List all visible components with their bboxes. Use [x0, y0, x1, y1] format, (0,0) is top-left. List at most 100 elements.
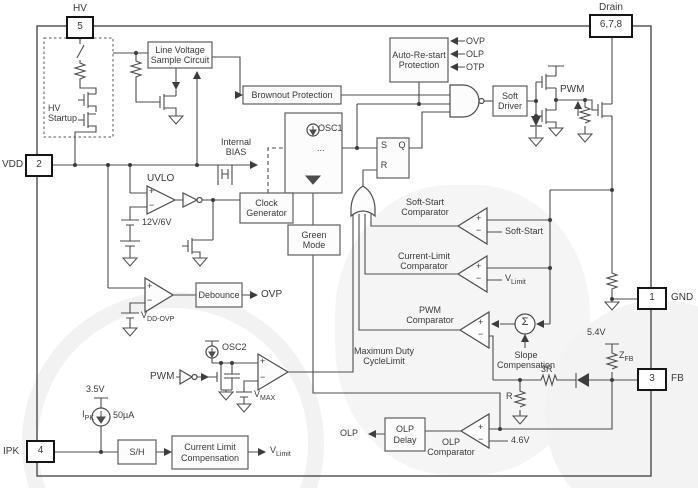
arrow-into-brownout: [235, 91, 243, 99]
arrow-pwm-inverter: [201, 373, 209, 381]
arrow-into-clc: [164, 448, 172, 456]
fb-diode: [577, 373, 589, 387]
arrow-internal-bias: [250, 161, 258, 169]
pin-number-drain: 6,7,8: [599, 19, 623, 30]
pin-label-vdd: VDD: [2, 159, 24, 170]
vlimit-label: VLimit: [505, 273, 526, 286]
max-duty-comparator-symbol: [257, 352, 290, 392]
cl-minus: −: [476, 273, 482, 283]
zfb-label: ZFB: [619, 350, 634, 363]
sr-latch-box: [376, 137, 410, 179]
pin-label-ipk: IPK: [3, 446, 20, 457]
debounce-box: [195, 282, 243, 308]
and-gate: [449, 84, 480, 118]
vlimit-output-label: VLimit: [270, 445, 291, 458]
brownout-block: Brownout Protection: [251, 89, 333, 100]
current-limit-comparator-symbol: [456, 254, 488, 294]
ss-plus: +: [476, 213, 482, 223]
v12-6-label: 12V/6V: [142, 217, 172, 227]
vdd-ovp-label: VDD-OVP: [141, 310, 175, 323]
grounds: [121, 115, 621, 425]
osc2-minus: −: [260, 372, 266, 382]
ovp-comparator-symbol: [144, 276, 175, 314]
uvlo-inverter-bubble: [196, 196, 203, 204]
olp-plus: +: [478, 422, 484, 432]
pin-box-fb: [637, 368, 667, 391]
v54-label: 5.4V: [587, 327, 606, 337]
pwm-inverter-symbol: [179, 368, 194, 386]
olp-delay-box: [384, 417, 426, 452]
pin-box-ipk: [26, 440, 55, 463]
soft-driver-box: [492, 85, 528, 117]
arrow-olp-in: [450, 50, 458, 58]
uvlo-label: UVLO: [147, 173, 175, 184]
ovp-plus: +: [147, 281, 153, 291]
latch-s-label: S: [380, 140, 387, 150]
arrowheads: [164, 37, 582, 456]
osc2-plus: +: [260, 356, 266, 366]
logic-symbols: [91, 84, 536, 450]
arrow-vlimit-out: [258, 448, 266, 456]
otp-input-label: OTP: [466, 62, 485, 72]
osc2-label: OSC2: [222, 342, 247, 352]
and-gate-bubble: [478, 97, 485, 105]
osc1-dots: ...: [317, 143, 325, 153]
arrow-ovp-in: [450, 37, 458, 45]
arrow-olp-out: [368, 430, 376, 438]
arrow-sigma-to-pwm: [491, 320, 499, 328]
v35-label: 3.5V: [86, 384, 105, 394]
clock-dashed-line: [267, 147, 285, 193]
sigma-label: Σ: [521, 316, 529, 328]
uvlo-plus: +: [149, 186, 155, 196]
pin-number-vdd: 2: [36, 159, 42, 170]
olp-input-label: OLP: [466, 49, 485, 59]
ovp-output-label: OVP: [261, 289, 283, 300]
chip-border: [36, 25, 652, 477]
debounce-block: Debounce: [198, 289, 240, 300]
pin-number-ipk: 4: [37, 445, 44, 456]
ipk-source-label: IPK: [82, 409, 94, 422]
hv-startup-dashed-box: [43, 37, 114, 138]
ovp-input-label: OVP: [466, 36, 486, 46]
or-gate: [350, 185, 376, 218]
vmax-label: VMAX: [254, 389, 276, 402]
olp-comparator-symbol: [459, 412, 490, 450]
pin-number-fb: 3: [649, 373, 655, 384]
pin-box-vdd: [25, 154, 53, 177]
soft-start-comparator-symbol: [456, 206, 488, 246]
pin-box-hv: [66, 16, 94, 39]
r3-label: 3R: [541, 364, 553, 374]
pin-number-hv: 5: [77, 21, 83, 32]
pin-number-gnd: 1: [649, 292, 655, 303]
uvlo-minus: −: [149, 200, 155, 210]
pin-label-fb: FB: [671, 373, 684, 384]
diodes: [530, 116, 589, 387]
arrow-bus-into-sigma: [536, 320, 544, 328]
wires: [52, 37, 638, 453]
arrow-into-sample-circuit: [193, 71, 201, 79]
olp-minus: −: [478, 434, 484, 444]
v46-label: 4.6V: [511, 435, 530, 445]
uvlo-comparator-symbol: [146, 185, 177, 215]
green-mode-box: [287, 224, 341, 256]
ss-minus: −: [476, 225, 482, 235]
pin-box-drain: [589, 14, 633, 38]
arrow-sample-down: [172, 82, 180, 90]
arrow-otp-in: [450, 63, 458, 71]
arrow-slope-into-sigma: [521, 334, 529, 342]
r-label: R: [506, 391, 513, 401]
pin-label-gnd: GND: [671, 292, 694, 303]
latch-r-label: R: [380, 160, 388, 170]
